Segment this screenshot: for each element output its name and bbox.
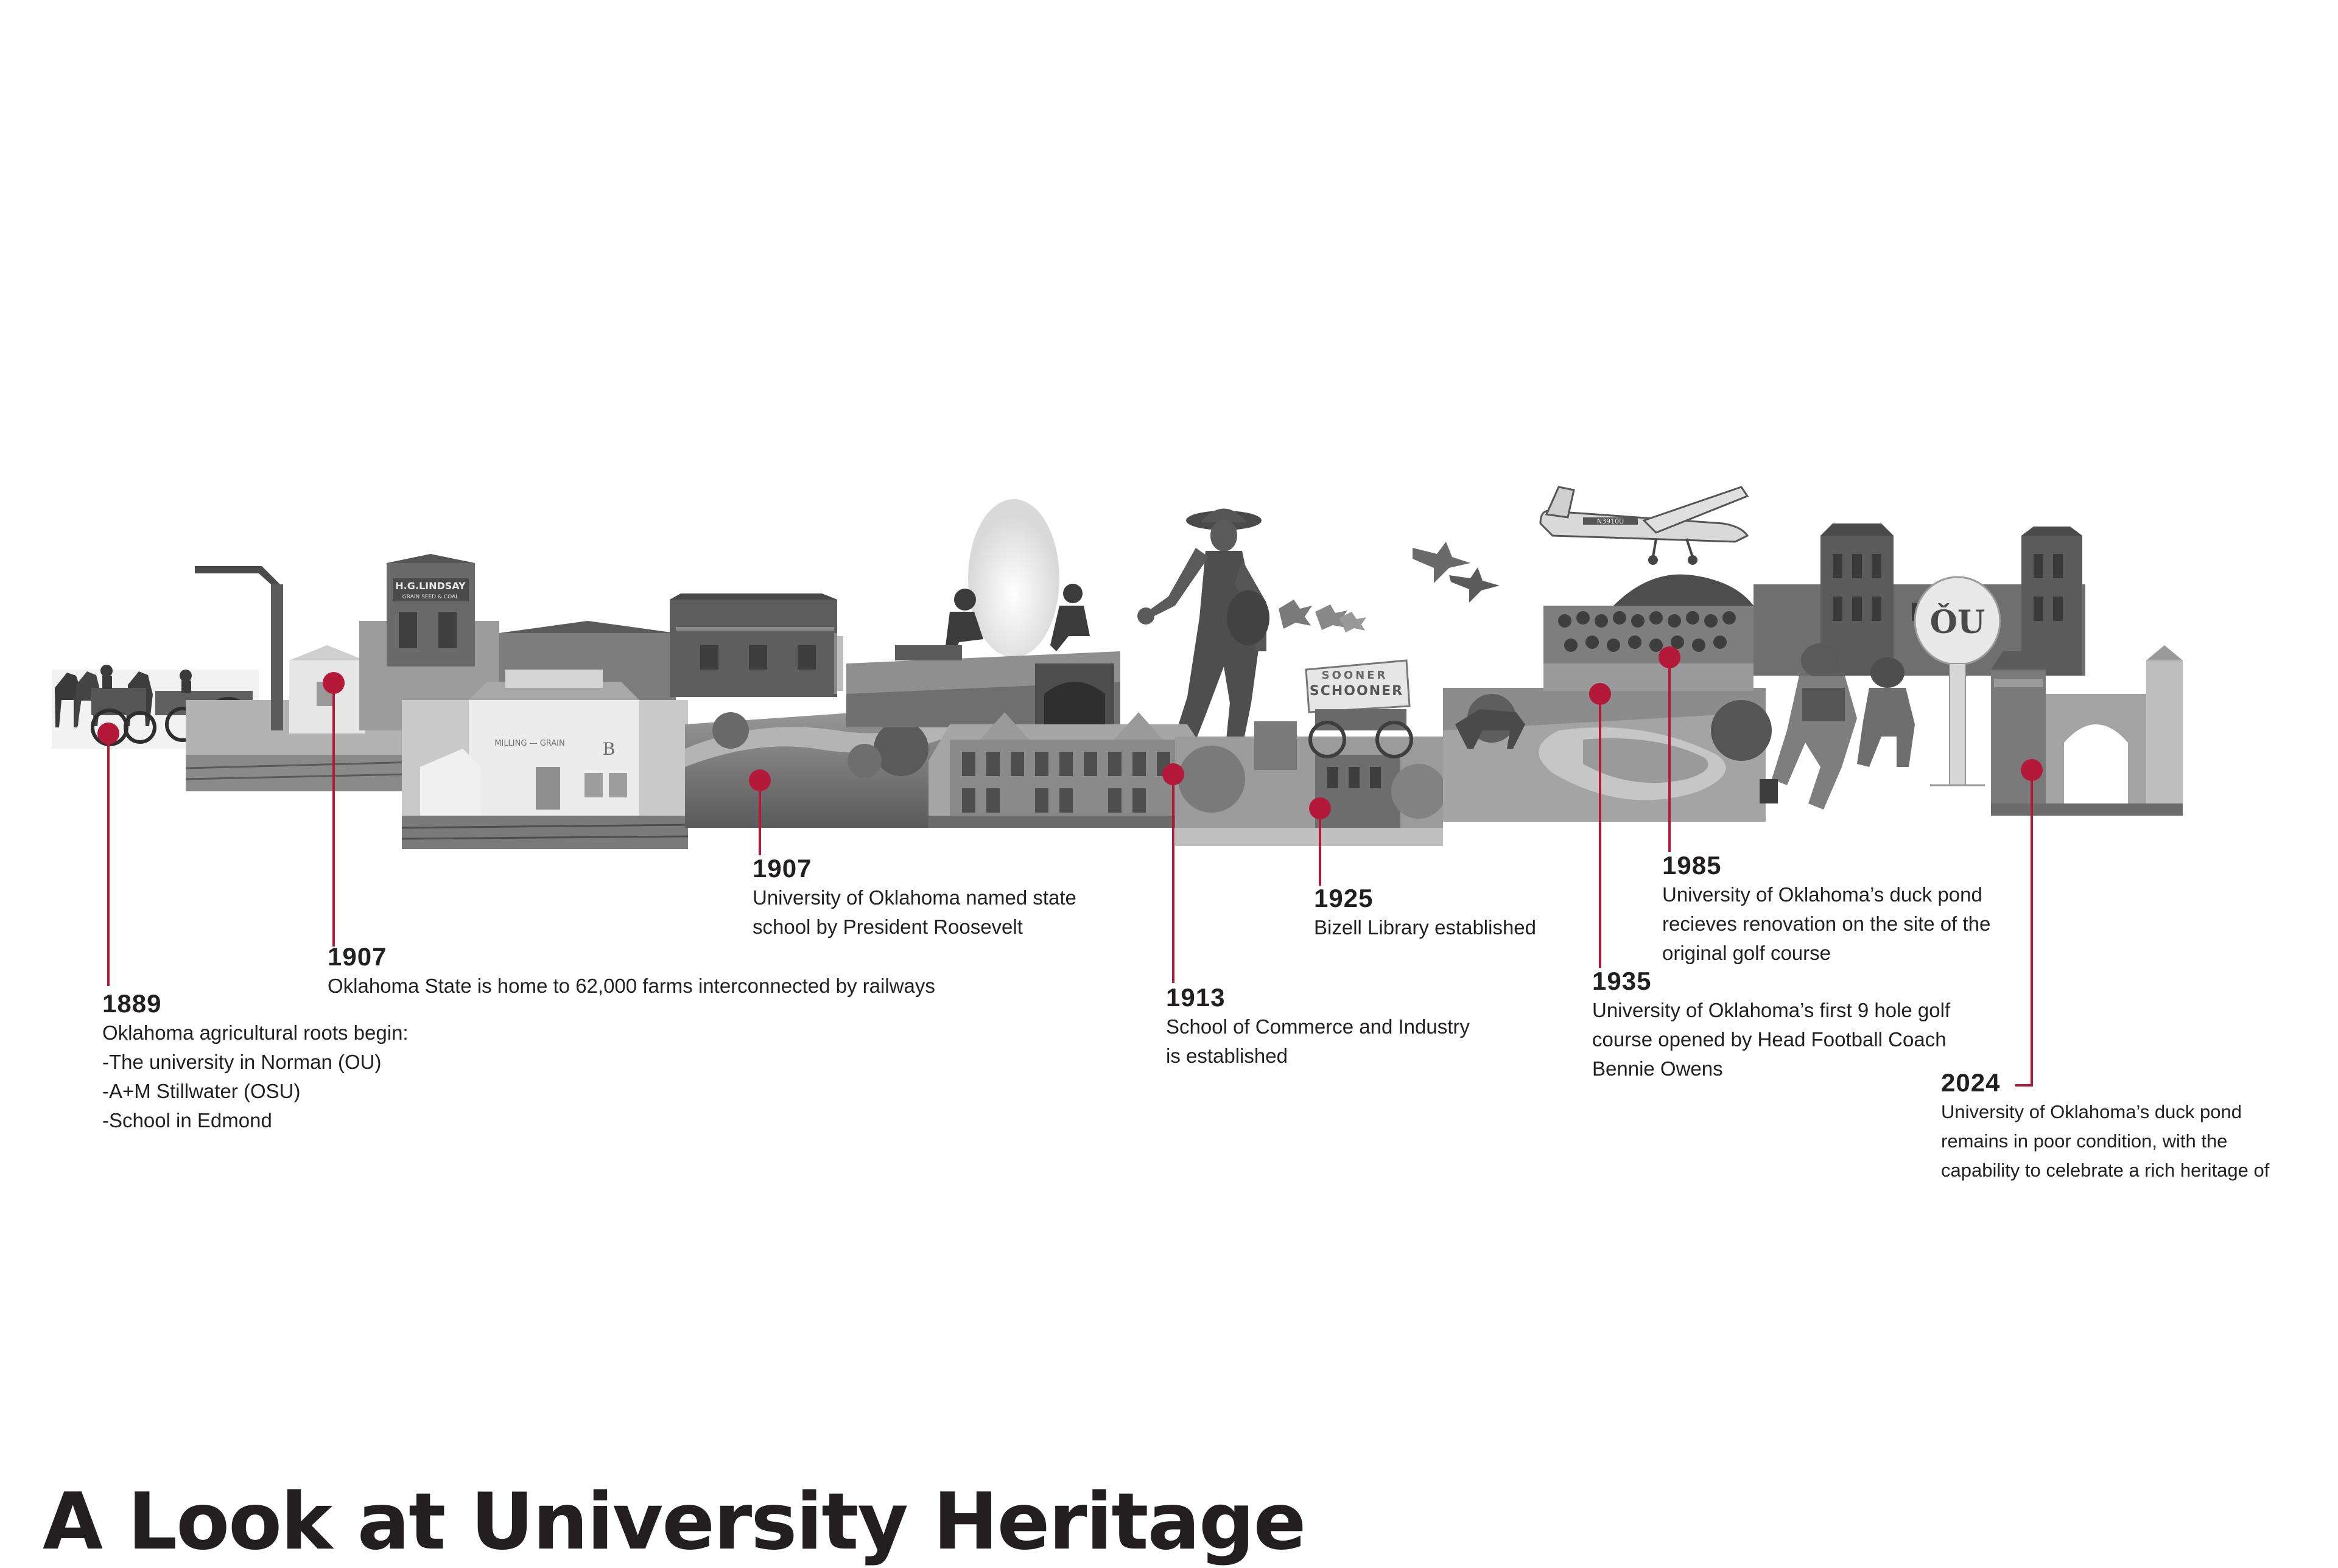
- marker-1985: [1659, 646, 1680, 852]
- schooner-top-text: SOONER: [1322, 669, 1388, 682]
- event-description: University of Oklahoma’s duck pond remai…: [1941, 1101, 2270, 1181]
- event-description: Bizell Library established: [1314, 916, 1537, 939]
- schooner-bottom-text: SCHOONER: [1310, 684, 1403, 699]
- airplane-photo: N3910U: [1539, 486, 1749, 565]
- event-description: University of Oklahoma’s first 9 hole go…: [1592, 999, 1951, 1080]
- event-year: 1907: [328, 942, 387, 971]
- marker-1889: [97, 723, 119, 986]
- marker-1935: [1589, 683, 1611, 968]
- marker-dot[interactable]: [97, 723, 119, 744]
- event-1907-state-school: 1907 University of Oklahoma named state …: [753, 854, 1076, 942]
- page-title: A Look at University Heritage: [43, 1476, 1306, 1567]
- marker-dot[interactable]: [323, 672, 345, 694]
- marker-dot[interactable]: [749, 769, 771, 791]
- marker-dot[interactable]: [1589, 683, 1611, 705]
- event-description: School of Commerce and Industry is estab…: [1166, 1015, 1470, 1067]
- flying-ducks-photo: [1279, 542, 1500, 632]
- marker-1913: [1162, 763, 1184, 983]
- milling-building-photo: MILLING — GRAIN B: [401, 670, 689, 849]
- library-photo: [1175, 721, 1446, 846]
- marker-dot[interactable]: [2021, 759, 2043, 781]
- plane-tail-number-text: N3910U: [1597, 517, 1624, 525]
- marker-dot[interactable]: [1659, 646, 1680, 668]
- marker-1907a: [323, 672, 345, 947]
- event-year: 1889: [102, 989, 162, 1018]
- factory-smokestack-photo: [185, 566, 463, 791]
- grain-sign-text: H.G.LINDSAY: [395, 580, 466, 592]
- brick-gate-photo: [1991, 645, 2183, 816]
- event-description: Oklahoma State is home to 62,000 farms i…: [328, 975, 935, 997]
- sower-statue-photo: [1137, 508, 1269, 785]
- event-description: University of Oklahoma’s duck pond recie…: [1662, 883, 1991, 964]
- event-year: 1925: [1314, 884, 1374, 912]
- event-1889: 1889 Oklahoma agricultural roots begin: …: [102, 989, 409, 1135]
- event-year: 1913: [1166, 983, 1226, 1012]
- marker-dot[interactable]: [1309, 797, 1331, 819]
- ou-logo-icon: ǑU: [1930, 603, 1985, 641]
- mill-sign-text: MILLING — GRAIN: [494, 739, 564, 748]
- event-description: University of Oklahoma named state schoo…: [753, 886, 1076, 938]
- gothic-hall-photo: [929, 712, 1212, 828]
- crowd-photo: [1543, 574, 1754, 691]
- marker-2024: [2015, 759, 2043, 1087]
- grain-sign-subtext: GRAIN SEED & COAL: [402, 594, 458, 600]
- event-1985: 1985 University of Oklahoma’s duck pond …: [1662, 851, 1990, 968]
- event-1925: 1925 Bizell Library established: [1314, 884, 1536, 942]
- golf-course-photo: [1443, 688, 1772, 822]
- event-year: 2024: [1941, 1068, 2001, 1097]
- marker-1925: [1309, 797, 1331, 886]
- fountain-sculpture-photo: [846, 499, 1120, 727]
- football-players-photo: [1760, 643, 1915, 810]
- event-year: 1907: [753, 854, 812, 883]
- event-1913: 1913 School of Commerce and Industry is …: [1166, 983, 1470, 1071]
- campus-lawn-photo: [685, 706, 950, 828]
- event-1907-farms: 1907 Oklahoma State is home to 62,000 fa…: [328, 942, 935, 1001]
- event-2024: 2024 University of Oklahoma’s duck pond …: [1941, 1068, 2269, 1185]
- timeline-markers: [97, 646, 2043, 1087]
- event-description: Oklahoma agricultural roots begin: -The …: [102, 1021, 409, 1132]
- mill-letter-text: B: [603, 739, 616, 759]
- marker-dot[interactable]: [1162, 763, 1184, 785]
- event-year: 1985: [1662, 851, 1722, 880]
- event-1935: 1935 University of Oklahoma’s first 9 ho…: [1592, 967, 1950, 1083]
- event-year: 1935: [1592, 967, 1652, 995]
- sooner-schooner-photo: SOONER SCHOONER: [1305, 659, 1413, 758]
- water-tower-photo: ǑU: [1914, 576, 2001, 786]
- marker-1907b: [749, 769, 771, 855]
